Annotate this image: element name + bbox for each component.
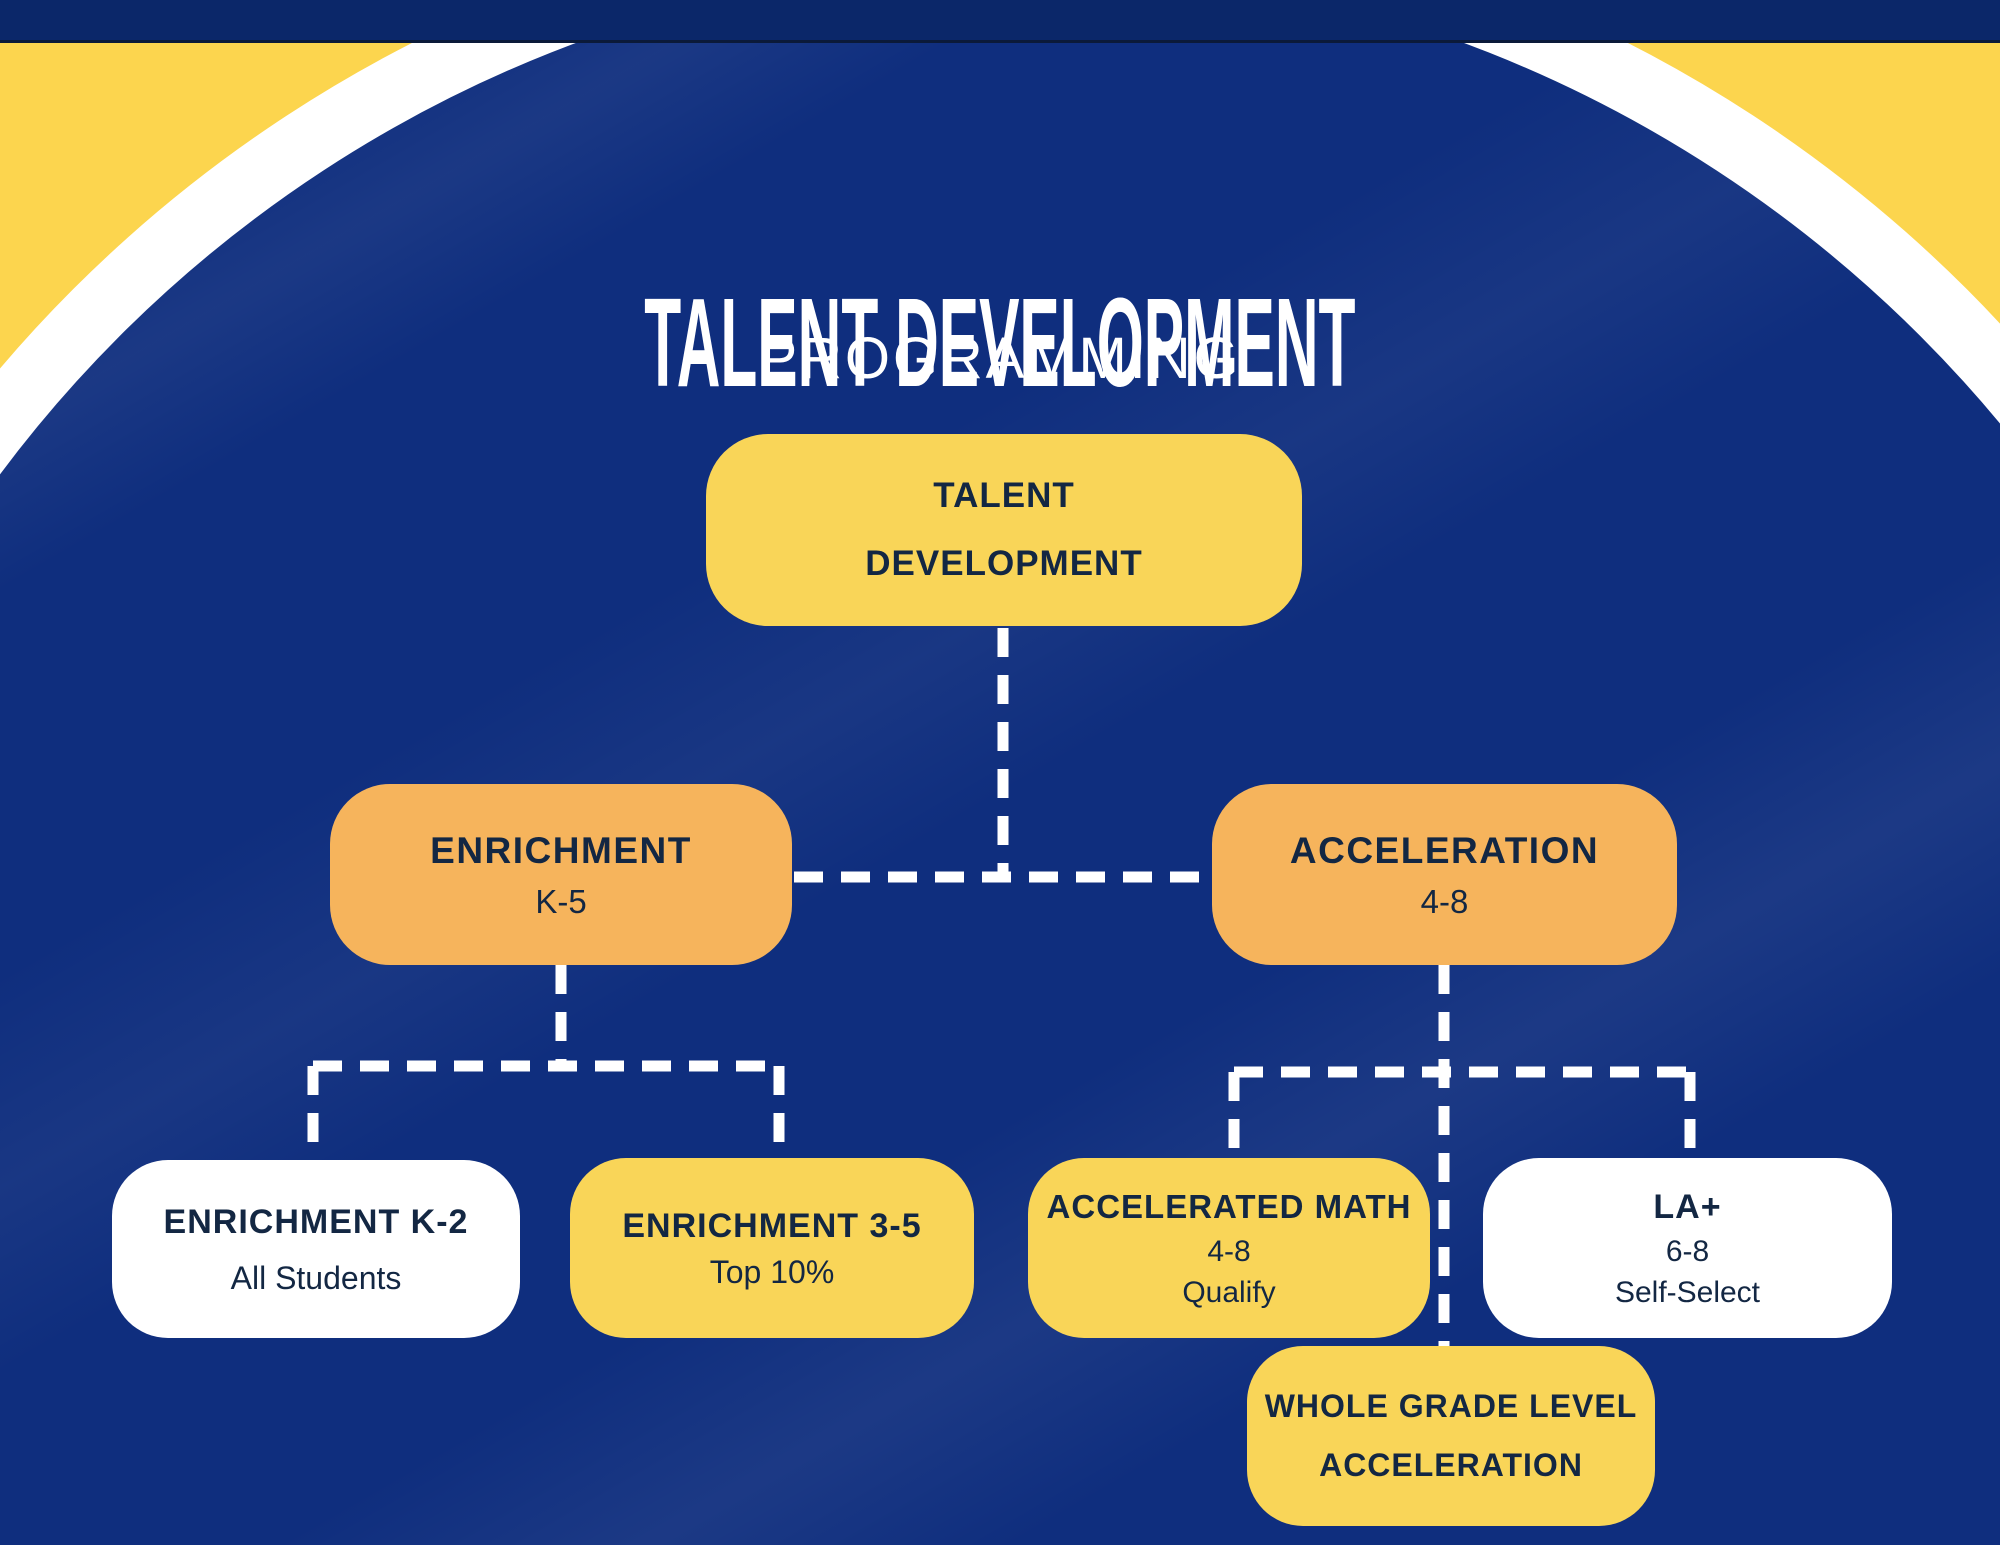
node-enrichment-3-5: ENRICHMENT 3-5 Top 10% <box>570 1158 974 1338</box>
node-accelerated-math: ACCELERATED MATH 4-8 Qualify <box>1028 1158 1430 1338</box>
node-accelerated-math-title: ACCELERATED MATH <box>1046 1188 1412 1226</box>
node-enrichment-k2: ENRICHMENT K-2 All Students <box>112 1160 520 1338</box>
node-talent-development: TALENT DEVELOPMENT <box>706 434 1302 626</box>
node-enrichment-k2-title: ENRICHMENT K-2 <box>163 1203 469 1241</box>
node-enrichment: ENRICHMENT K-5 <box>330 784 792 965</box>
node-la-plus-title: LA+ <box>1653 1187 1722 1226</box>
node-whole-grade-line1: WHOLE GRADE LEVEL <box>1264 1387 1638 1424</box>
node-enrichment-grades: K-5 <box>535 882 587 920</box>
node-talent-development-line2: DEVELOPMENT <box>865 544 1143 583</box>
top-navy-strip <box>0 0 2000 43</box>
node-enrichment-k2-detail: All Students <box>230 1259 402 1296</box>
node-enrichment-title: ENRICHMENT <box>430 830 692 872</box>
node-accelerated-math-grades: 4-8 <box>1207 1234 1251 1268</box>
node-acceleration-grades: 4-8 <box>1420 882 1469 920</box>
node-la-plus-detail: Self-Select <box>1614 1276 1761 1310</box>
node-whole-grade-line2: ACCELERATION <box>1319 1447 1583 1483</box>
node-whole-grade-level-acceleration: WHOLE GRADE LEVEL ACCELERATION <box>1247 1346 1655 1526</box>
node-acceleration: ACCELERATION 4-8 <box>1212 784 1677 965</box>
node-la-plus: LA+ 6-8 Self-Select <box>1483 1158 1892 1338</box>
node-acceleration-title: ACCELERATION <box>1289 830 1600 872</box>
node-talent-development-line1: TALENT <box>933 475 1075 515</box>
node-la-plus-grades: 6-8 <box>1665 1235 1710 1269</box>
node-enrichment-3-5-title: ENRICHMENT 3-5 <box>622 1207 922 1245</box>
page-subtitle: PROGRAMMING <box>758 326 1242 391</box>
node-enrichment-3-5-detail: Top 10% <box>709 1253 835 1290</box>
page-title: TALENT DEVELOPMENT <box>0 280 2000 406</box>
page-title-text: TALENT DEVELOPMENT <box>644 272 1356 414</box>
node-accelerated-math-detail: Qualify <box>1182 1275 1276 1309</box>
